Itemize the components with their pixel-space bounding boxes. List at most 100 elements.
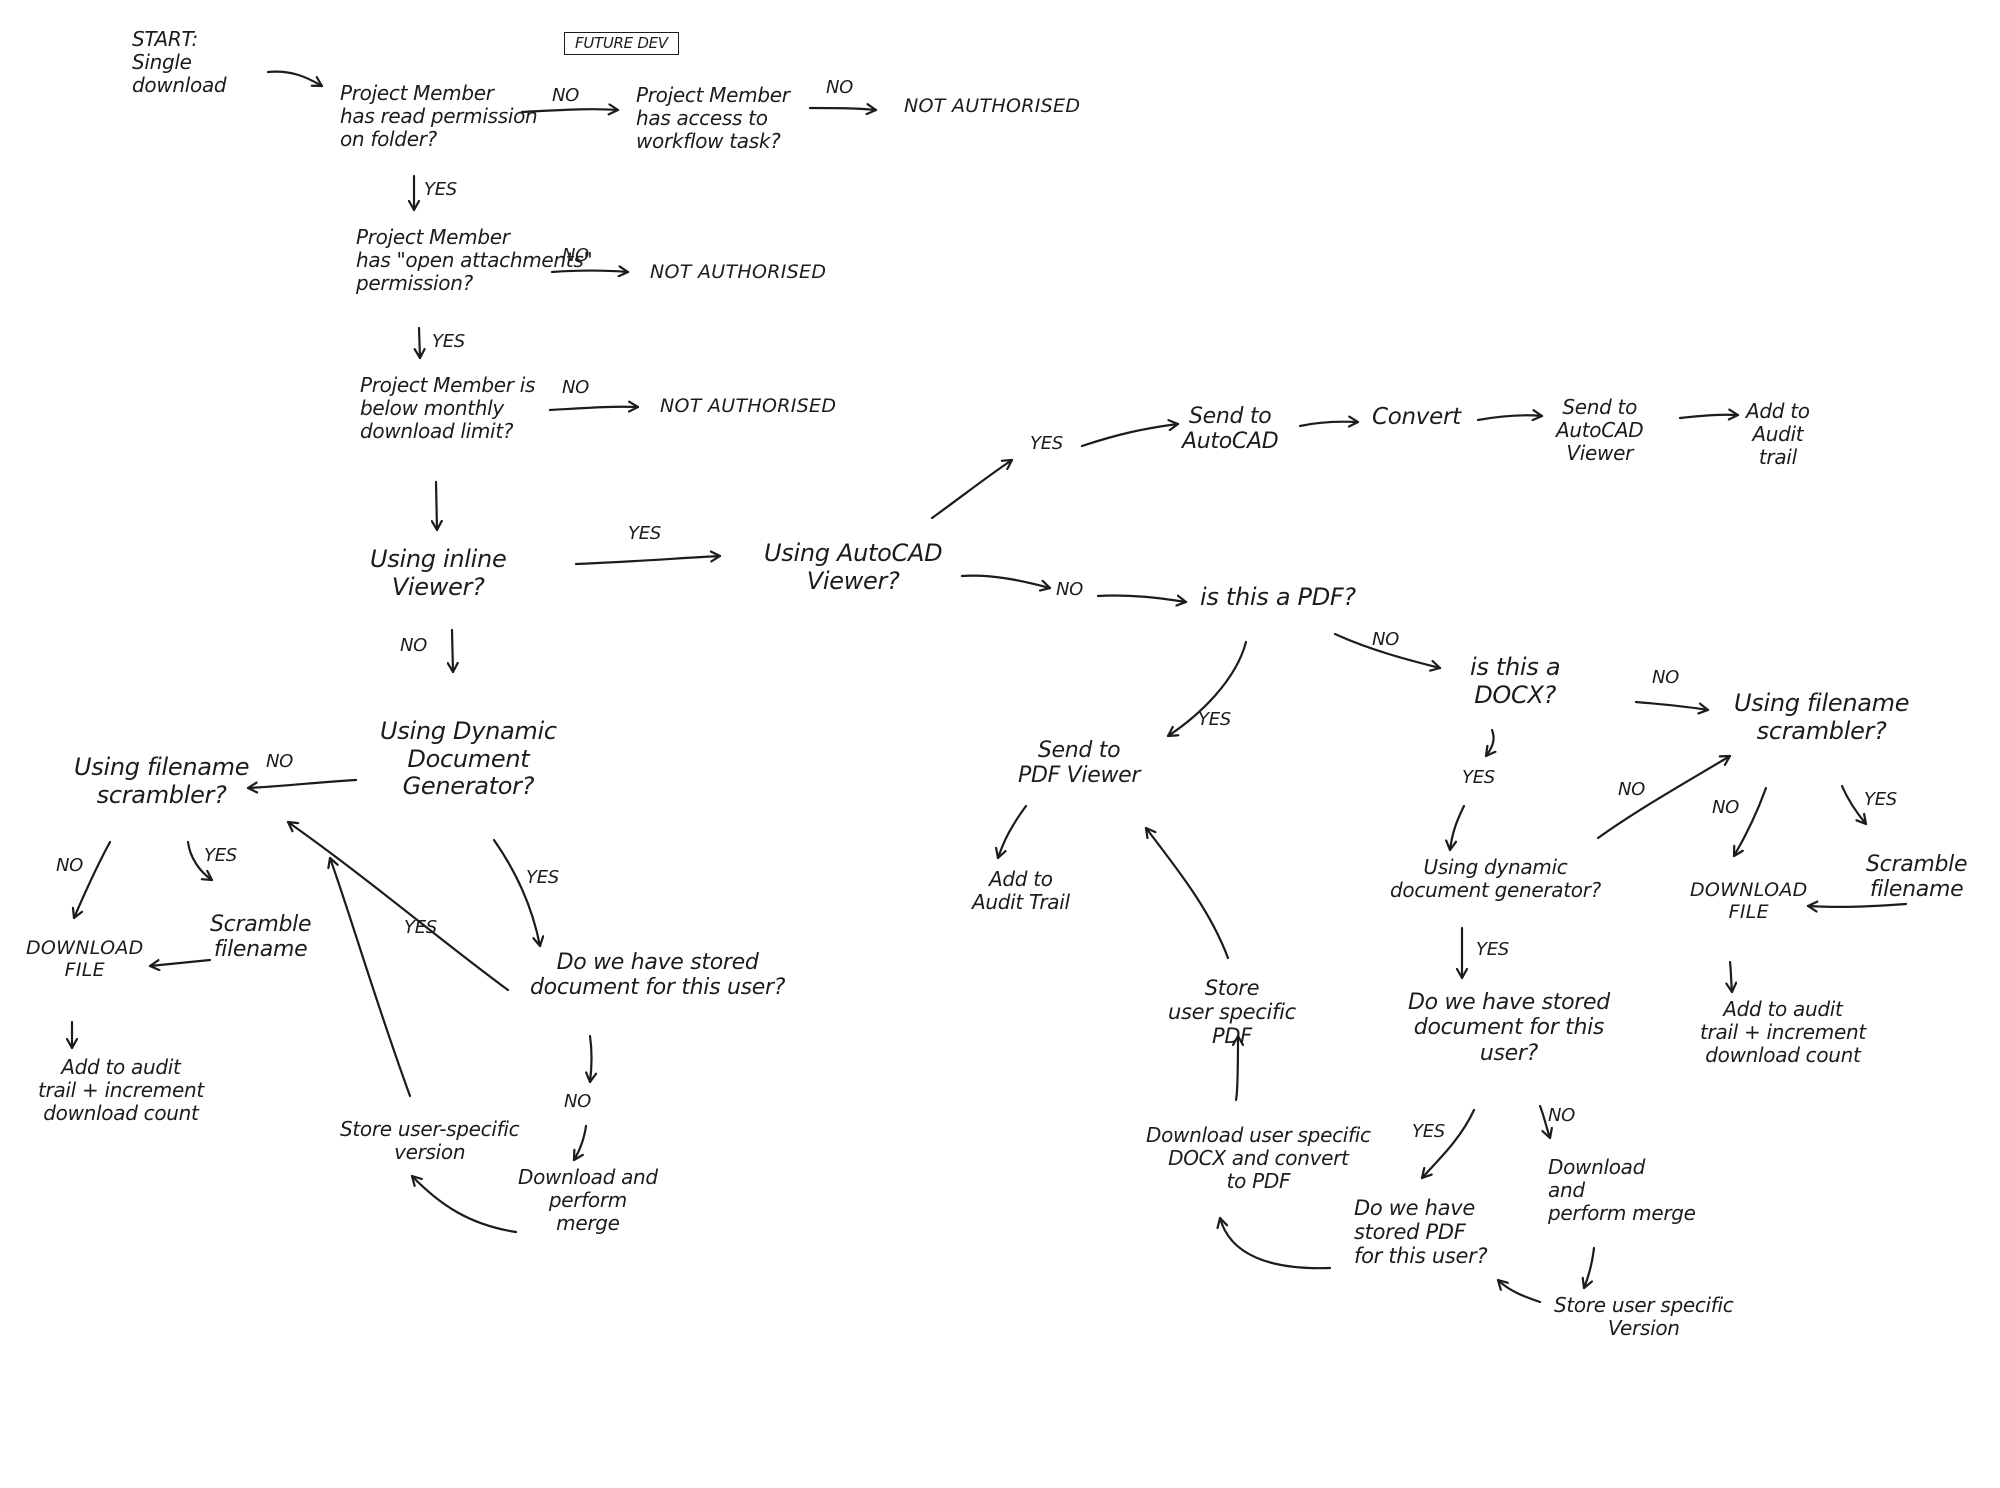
download-merge-left: Download and perform merge — [518, 1165, 658, 1235]
label-yes-scrambler-right: YES — [1864, 789, 1897, 810]
add-to-audit-trail-pdf: Add to Audit Trail — [972, 867, 1070, 914]
arrow-yes-to-dyn — [1450, 804, 1466, 852]
label-yes-open: YES — [432, 331, 465, 352]
arrow-ispdf-no — [1333, 632, 1442, 668]
arrow-store-to-scrambler-left — [330, 856, 412, 1098]
question-autocad-viewer: Using AutoCAD Viewer? — [764, 539, 943, 595]
label-no-dyn-right: NO — [1618, 779, 1646, 800]
label-yes-stored-right: YES — [1412, 1121, 1445, 1142]
start-node: START: Single download — [132, 27, 227, 97]
question-stored-doc-left: Do we have stored document for this user… — [530, 950, 786, 1001]
arrow-scrambler-left-yes — [186, 840, 214, 882]
label-yes-read: YES — [424, 179, 457, 200]
arrow-scrambler-no — [1732, 786, 1768, 858]
arrow-inline-to-dyn — [452, 628, 453, 674]
question-filename-scrambler-left: Using filename scrambler? — [74, 753, 250, 809]
arrow-limit-to-notauth — [548, 407, 640, 410]
arrow-docx-yes — [1484, 728, 1494, 758]
arrow-merge-to-store-left — [410, 1174, 518, 1234]
question-is-pdf: is this a PDF? — [1200, 583, 1356, 611]
label-no-pdf: NO — [1372, 629, 1400, 650]
arrow-dyn-yes-left — [492, 838, 540, 948]
future-dev-box: FUTURE DEV — [564, 32, 679, 56]
arrow-stored-no-left — [590, 1034, 592, 1084]
label-no-scrambler-right: NO — [1712, 797, 1740, 818]
send-to-pdf-viewer: Send to PDF Viewer — [1018, 738, 1141, 789]
arrow-convert-to-viewer — [1476, 415, 1544, 420]
not-authorised-3: NOT AUTHORISED — [660, 395, 837, 417]
question-inline-viewer: Using inline Viewer? — [370, 545, 507, 601]
not-authorised-1: NOT AUTHORISED — [904, 95, 1081, 117]
scramble-filename-right: Scramble filename — [1866, 852, 1968, 903]
add-audit-increment-right: Add to audit trail + increment download … — [1700, 997, 1866, 1067]
scramble-filename-left: Scramble filename — [210, 912, 312, 963]
arrow-download-to-audit — [1730, 960, 1732, 994]
arrow-store-to-storedpdf — [1496, 1278, 1542, 1304]
arrow-sendautocad-to-convert — [1298, 422, 1360, 426]
add-to-audit-trail-autocad: Add to Audit trail — [1746, 399, 1810, 469]
download-merge-right: Download and perform merge — [1548, 1155, 1696, 1225]
arrow-limit-to-inline — [436, 480, 437, 532]
label-yes-autocad: YES — [1030, 433, 1063, 454]
arrow-scramble-to-download — [1806, 904, 1908, 907]
label-no-dyn-left: NO — [266, 751, 294, 772]
label-no-docx: NO — [1652, 667, 1680, 688]
send-to-autocad: Send to AutoCAD — [1182, 404, 1279, 455]
arrow-scrambler-yes — [1840, 784, 1868, 826]
arrow-dyn-no-to-scrambler — [1596, 754, 1732, 840]
arrow-read-to-workflow — [520, 109, 620, 112]
label-yes-pdf: YES — [1198, 709, 1231, 730]
arrow-storedpdf-to-download — [1220, 1216, 1332, 1270]
label-no-workflow: NO — [826, 77, 854, 98]
arrow-stored-yes — [1420, 1108, 1476, 1180]
arrow-no-to-download-left — [572, 1124, 588, 1162]
download-file-left: DOWNLOAD FILE — [26, 937, 144, 981]
convert-node: Convert — [1372, 404, 1461, 430]
question-filename-scrambler-right: Using filename scrambler? — [1734, 689, 1910, 745]
arrow-autocad-no — [960, 574, 1052, 588]
question-stored-doc-right: Do we have stored document for this user… — [1408, 990, 1610, 1066]
arrow-yes-to-sendautocad — [1080, 424, 1180, 448]
arrow-scramble-to-download-left — [148, 958, 212, 966]
add-audit-increment-left: Add to audit trail + increment download … — [38, 1055, 204, 1125]
arrow-docx-no — [1634, 700, 1710, 710]
arrow-pdfviewer-to-audit — [998, 804, 1028, 860]
label-no-stored-right: NO — [1548, 1105, 1576, 1126]
question-read-permission: Project Member has read permission on fo… — [340, 81, 538, 151]
label-yes-scrambler-left: YES — [204, 845, 237, 866]
question-download-limit: Project Member is below monthly download… — [360, 373, 536, 443]
send-to-autocad-viewer: Send to AutoCAD Viewer — [1556, 395, 1644, 465]
arrow-open-to-limit — [419, 326, 420, 360]
arrow-stored-no — [1538, 1104, 1550, 1140]
arrow-no-to-ispdf — [1096, 594, 1188, 602]
label-no-autocad: NO — [1056, 579, 1084, 600]
arrow-viewer-to-audit — [1678, 415, 1740, 418]
store-version-left: Store user-specific version — [340, 1117, 520, 1164]
label-no-stored-left: NO — [564, 1091, 592, 1112]
question-workflow-task: Project Member has access to workflow ta… — [636, 83, 790, 153]
label-no-limit: NO — [562, 377, 590, 398]
arrow-open-to-notauth — [550, 271, 630, 273]
label-yes-dyn-right: YES — [1476, 939, 1509, 960]
label-yes-stored-left: YES — [404, 917, 437, 938]
store-version-right: Store user specific Version — [1554, 1293, 1734, 1340]
label-yes-inline: YES — [628, 523, 661, 544]
question-open-attachments: Project Member has "open attachments" pe… — [356, 225, 593, 295]
question-is-docx: is this a DOCX? — [1470, 653, 1561, 709]
download-docx-convert: Download user specific DOCX and convert … — [1146, 1123, 1371, 1193]
arrow-inline-to-autocad — [574, 556, 722, 566]
question-dynamic-doc-gen-left: Using Dynamic Document Generator? — [380, 717, 557, 801]
arrow-download-to-storepdf — [1236, 1034, 1238, 1102]
arrow-storepdf-to-pdfviewer — [1144, 826, 1230, 960]
arrow-scrambler-left-no — [74, 840, 112, 920]
arrow-autocad-yes — [930, 458, 1014, 520]
label-no-scrambler-left: NO — [56, 855, 84, 876]
arrow-start-to-read — [266, 70, 324, 88]
arrow-ispdf-yes — [1166, 640, 1248, 738]
label-yes-dyn-left: YES — [526, 867, 559, 888]
label-no-read: NO — [552, 85, 580, 106]
not-authorised-2: NOT AUTHORISED — [650, 261, 827, 283]
question-dynamic-doc-gen-right: Using dynamic document generator? — [1390, 855, 1601, 902]
download-file-right: DOWNLOAD FILE — [1690, 879, 1808, 923]
